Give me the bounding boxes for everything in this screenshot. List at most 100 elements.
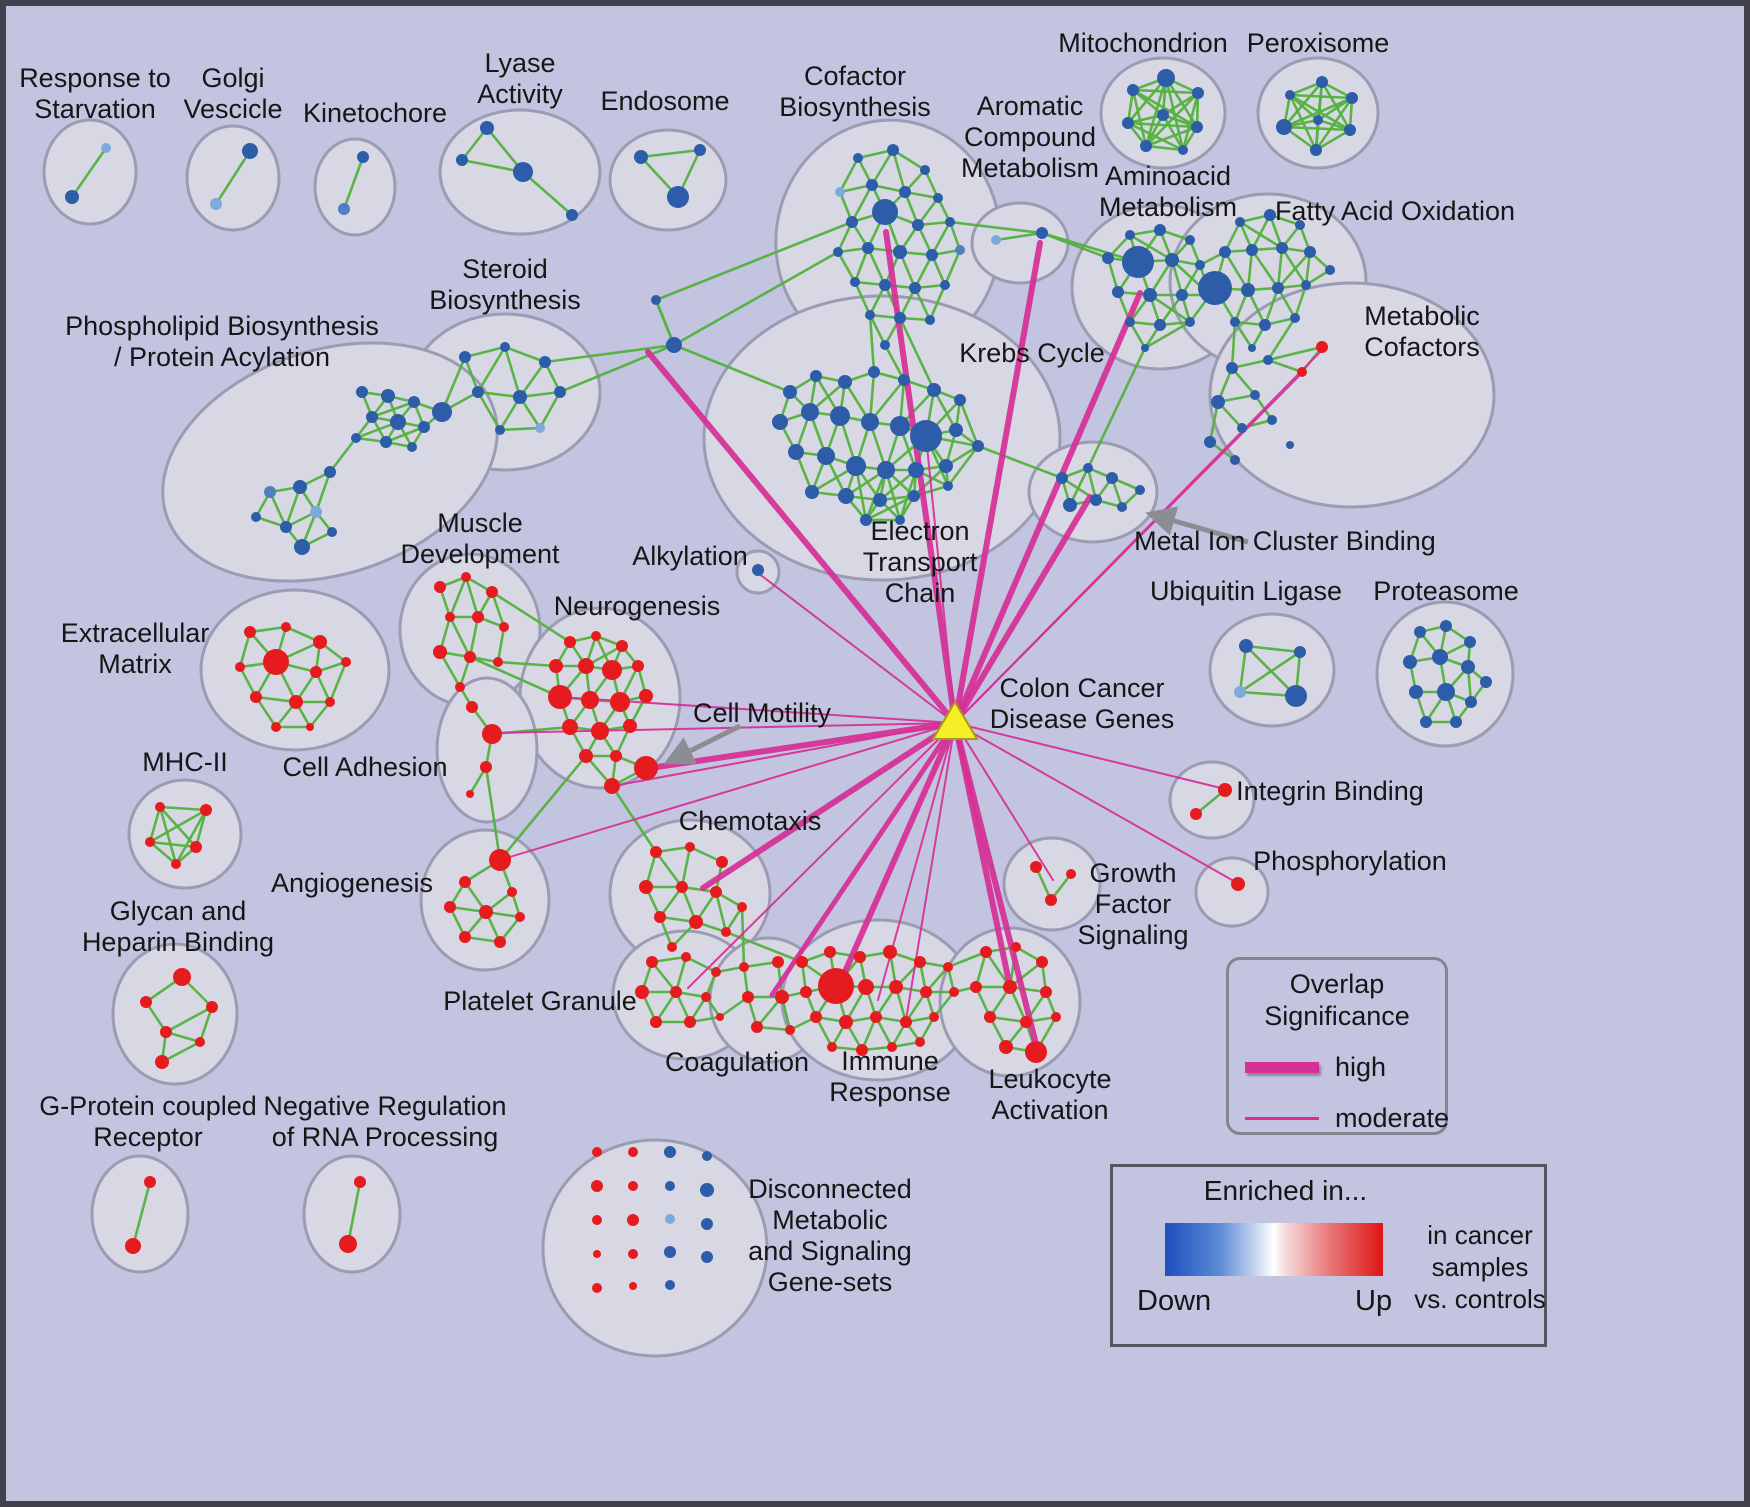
gene-set-edge bbox=[342, 155, 365, 211]
gene-set-node bbox=[862, 242, 874, 254]
label-cofactor-biosynthesis: Cofactor bbox=[804, 61, 906, 91]
high-significance-edge bbox=[952, 494, 1093, 726]
gene-set-node bbox=[610, 692, 630, 712]
cluster-electron-transport-chain-ellipse bbox=[702, 294, 1062, 582]
label-endosome: Endosome bbox=[600, 86, 729, 116]
gene-set-node bbox=[1237, 423, 1247, 433]
cluster-phosphorylation-ellipse bbox=[1194, 856, 1270, 928]
gene-set-edge bbox=[1266, 358, 1304, 374]
gene-set-edge bbox=[923, 168, 940, 200]
label-muscle-development: Development bbox=[400, 539, 560, 569]
gene-set-node bbox=[459, 876, 471, 888]
gene-set-edge bbox=[672, 250, 840, 347]
gene-set-edge bbox=[864, 494, 916, 522]
gene-set-node bbox=[853, 153, 863, 163]
gene-set-node bbox=[894, 312, 906, 324]
gene-set-node bbox=[665, 1280, 675, 1290]
gene-set-node bbox=[846, 216, 858, 228]
gene-set-node bbox=[650, 846, 662, 858]
gene-set-node bbox=[785, 1025, 795, 1035]
gene-set-node bbox=[1246, 244, 1258, 256]
overlap-legend-title-line1: Overlap bbox=[1289, 969, 1385, 999]
gene-set-node bbox=[173, 968, 191, 986]
label-growth-factor-signaling: Growth bbox=[1089, 858, 1176, 888]
gene-set-node bbox=[651, 295, 661, 305]
cluster-glycan-heparin-binding-ellipse bbox=[111, 942, 239, 1086]
gene-set-node bbox=[1325, 265, 1335, 275]
gene-set-node bbox=[592, 1147, 602, 1157]
gene-set-edge bbox=[1230, 358, 1270, 370]
label-lyase-activity: Lyase bbox=[484, 48, 555, 78]
gene-set-node bbox=[1226, 362, 1238, 374]
label-electron-transport-chain: Electron bbox=[870, 516, 969, 546]
gene-set-edge bbox=[198, 1005, 214, 1044]
gene-set-node bbox=[742, 991, 754, 1003]
label-immune-response: Response bbox=[829, 1077, 951, 1107]
gene-set-edge bbox=[976, 444, 1064, 480]
gene-set-node bbox=[883, 945, 897, 959]
overlap-legend-moderate-row: moderate bbox=[1245, 1103, 1449, 1134]
enrichment-up-label: Up bbox=[1355, 1285, 1393, 1317]
gene-set-edge bbox=[1282, 96, 1354, 129]
gene-set-node bbox=[499, 622, 509, 632]
gene-set-node bbox=[628, 1147, 638, 1157]
gene-set-edge bbox=[1263, 286, 1280, 327]
gene-set-node bbox=[566, 209, 578, 221]
gene-set-node bbox=[893, 245, 907, 259]
gene-set-node bbox=[788, 444, 804, 460]
gene-set-node bbox=[927, 383, 941, 397]
gene-set-edge bbox=[1040, 231, 1140, 264]
gene-set-edge bbox=[1148, 293, 1192, 324]
gene-set-node bbox=[310, 506, 322, 518]
gene-set-node bbox=[1285, 685, 1307, 707]
gene-set-node bbox=[925, 315, 935, 325]
gene-set-node bbox=[455, 682, 465, 692]
gene-set-node bbox=[991, 235, 1001, 245]
gene-set-node bbox=[1102, 252, 1114, 264]
gene-set-node bbox=[1316, 341, 1328, 353]
gene-set-edge bbox=[883, 343, 906, 382]
gene-set-node bbox=[592, 1283, 602, 1293]
gene-set-node bbox=[535, 423, 545, 433]
gene-set-node bbox=[1154, 319, 1166, 331]
label-aromatic-compound-metabolism: Compound bbox=[964, 122, 1096, 152]
gene-set-node bbox=[1414, 626, 1426, 638]
gene-set-node bbox=[873, 493, 887, 507]
cluster-endosome-ellipse bbox=[608, 128, 728, 232]
gene-set-node bbox=[824, 946, 836, 958]
gene-set-node bbox=[943, 962, 953, 972]
label-cell-adhesion: Cell Adhesion bbox=[282, 752, 447, 782]
gene-set-node bbox=[664, 1246, 676, 1258]
label-integrin-binding: Integrin Binding bbox=[1236, 776, 1424, 806]
label-response-to-starvation: Response to bbox=[19, 63, 171, 93]
gene-set-node bbox=[1051, 1012, 1061, 1022]
gene-set-edge bbox=[891, 148, 907, 194]
gene-set-node bbox=[817, 447, 835, 465]
gene-set-node bbox=[890, 416, 910, 436]
gene-set-edge bbox=[1161, 113, 1199, 129]
gene-set-node bbox=[1259, 319, 1271, 331]
gene-set-node bbox=[495, 425, 505, 435]
gene-set-node bbox=[418, 421, 430, 433]
gene-set-node bbox=[1204, 436, 1216, 448]
gene-set-node bbox=[591, 722, 609, 740]
gene-set-node bbox=[65, 190, 79, 204]
gene-set-edge bbox=[932, 388, 958, 432]
gene-set-node bbox=[578, 658, 594, 674]
gene-set-node bbox=[1112, 286, 1124, 298]
moderate-significance-edge bbox=[905, 722, 956, 1021]
gene-set-node bbox=[854, 951, 866, 963]
gene-set-node bbox=[737, 902, 747, 912]
gene-set-node bbox=[910, 420, 942, 452]
gene-set-node bbox=[972, 440, 984, 452]
label-metabolic-cofactors: Metabolic bbox=[1364, 301, 1480, 331]
gene-set-node bbox=[929, 1012, 939, 1022]
gene-set-node bbox=[920, 986, 932, 998]
high-significance-edge bbox=[952, 240, 1043, 726]
gene-set-edge bbox=[476, 390, 502, 432]
gene-set-edge bbox=[946, 444, 980, 488]
gene-set-edge bbox=[1280, 246, 1308, 287]
gene-set-node bbox=[632, 660, 644, 672]
